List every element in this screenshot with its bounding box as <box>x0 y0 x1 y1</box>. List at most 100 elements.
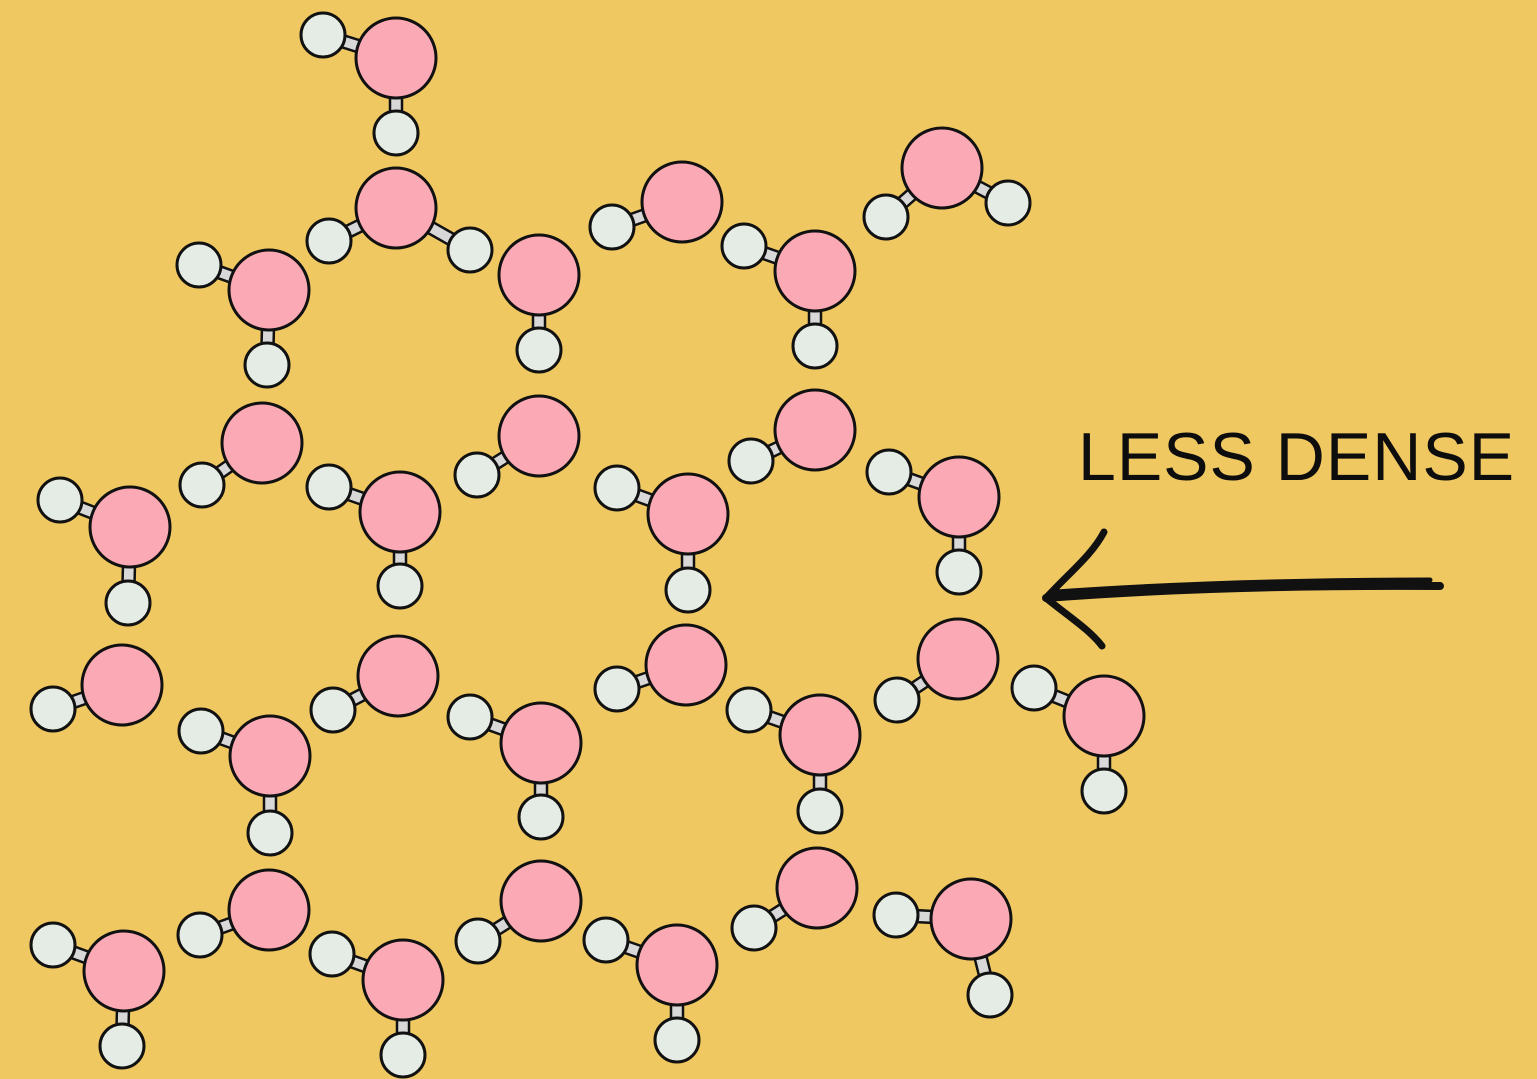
hydrogen-atom <box>376 562 424 610</box>
water-molecule <box>175 241 311 389</box>
hydrogen-atom <box>1080 767 1128 815</box>
hydrogen-atom <box>29 921 77 969</box>
oxygen-atom <box>778 693 862 777</box>
hydrogen-atom <box>308 930 356 978</box>
hydrogen-atom <box>720 222 768 270</box>
oxygen-atom <box>917 455 1001 539</box>
hydrogen-atom <box>588 203 636 251</box>
hydrogen-atom <box>177 707 225 755</box>
oxygen-atom <box>354 16 438 100</box>
hydrogen-atom <box>309 686 357 734</box>
hydrogen-atom <box>935 548 983 596</box>
hydrogen-atom <box>862 193 910 241</box>
water-molecule <box>872 877 1014 1019</box>
hydrogen-atom <box>730 904 778 952</box>
hydrogen-atom <box>984 179 1032 227</box>
arrow-head-upper <box>1042 528 1108 602</box>
hydrogen-atom <box>872 891 920 939</box>
hydrogen-atom <box>664 566 712 614</box>
oxygen-atom <box>640 160 724 244</box>
water-molecule <box>593 623 728 713</box>
oxygen-atom <box>220 401 304 485</box>
water-molecule <box>446 693 583 841</box>
arrow-shaft <box>1042 581 1444 602</box>
hydrogen-atom <box>796 787 844 835</box>
hydrogen-atom <box>873 676 921 724</box>
hydrogen-atom <box>305 463 353 511</box>
oxygen-atom <box>356 634 440 718</box>
water-molecule <box>862 126 1032 241</box>
water-molecule <box>178 401 304 509</box>
hydrogen-atom <box>175 241 223 289</box>
oxygen-atom <box>775 846 859 930</box>
hydrogen-atom <box>966 971 1014 1019</box>
oxygen-atom <box>773 388 857 472</box>
water-molecule <box>177 707 312 857</box>
hydrogen-atom <box>791 322 839 370</box>
hydrogen-atom <box>593 665 641 713</box>
water-molecule <box>36 476 172 627</box>
hydrogen-atom <box>243 341 291 389</box>
oxygen-atom <box>1062 674 1146 758</box>
hydrogen-atom <box>515 326 563 374</box>
hydrogen-atom <box>727 437 775 485</box>
oxygen-atom <box>227 868 311 952</box>
water-molecule <box>308 930 445 1079</box>
water-molecule <box>1010 664 1146 815</box>
hydrogen-atom <box>453 451 501 499</box>
oxygen-atom <box>644 623 728 707</box>
hydrogen-atom <box>246 809 294 857</box>
less-dense-label: LESS DENSE <box>1078 419 1516 495</box>
water-molecule <box>299 11 438 157</box>
oxygen-atom <box>929 877 1013 961</box>
hydrogen-atom <box>593 464 641 512</box>
water-molecule <box>725 686 862 835</box>
water-molecule <box>593 464 730 614</box>
hydrogen-atom <box>517 793 565 841</box>
hydrogen-atom <box>1010 664 1058 712</box>
water-molecule <box>29 643 164 733</box>
oxygen-atom <box>80 643 164 727</box>
hydrogen-atom <box>98 1022 146 1070</box>
water-molecule <box>727 388 857 485</box>
hydrogen-atom <box>454 917 502 965</box>
oxygen-atom <box>497 233 581 317</box>
water-molecule <box>720 222 857 370</box>
oxygen-atom <box>916 617 1000 701</box>
hydrogen-atom <box>725 686 773 734</box>
oxygen-atom <box>497 394 581 478</box>
water-molecule <box>873 617 1000 724</box>
oxygen-atom <box>499 701 583 785</box>
oxygen-atom <box>635 923 719 1007</box>
water-molecule <box>305 463 442 610</box>
oxygen-atom <box>228 714 312 798</box>
oxygen-atom <box>773 229 857 313</box>
hydrogen-atom <box>446 693 494 741</box>
oxygen-atom <box>227 248 311 332</box>
hydrogen-atom <box>178 461 226 509</box>
hydrogen-atom <box>865 448 913 496</box>
arrow-shaft-stroke <box>1053 577 1433 595</box>
hydrogen-atom <box>372 109 420 157</box>
hydrogen-atom <box>446 226 494 274</box>
water-molecule <box>453 394 581 499</box>
hydrogen-atom <box>36 476 84 524</box>
water-molecule <box>497 233 581 374</box>
oxygen-atom <box>900 126 984 210</box>
oxygen-atom <box>361 938 445 1022</box>
water-molecule <box>29 921 166 1070</box>
hydrogen-atom <box>299 11 347 59</box>
oxygen-atom <box>646 472 730 556</box>
oxygen-atom <box>82 929 166 1013</box>
hydrogen-atom <box>653 1016 701 1064</box>
hydrogen-atom <box>29 685 77 733</box>
oxygen-atom <box>499 859 583 943</box>
water-molecule <box>454 859 583 965</box>
water-molecule <box>730 846 859 952</box>
hydrogen-atom <box>176 911 224 959</box>
water-molecule <box>309 634 440 734</box>
arrow-head-lower <box>1042 594 1106 650</box>
